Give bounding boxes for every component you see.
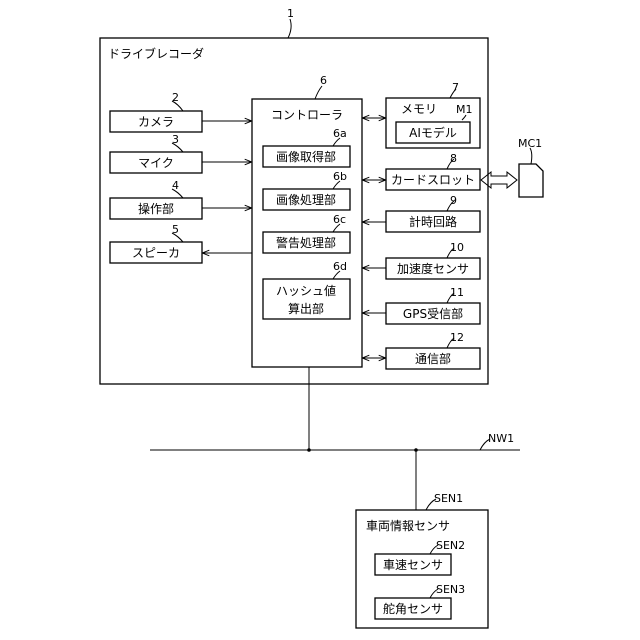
timer-label: 計時回路 <box>409 214 457 229</box>
memory-ref: 7 <box>452 81 459 94</box>
image-acquisition-ref: 6a <box>333 127 347 140</box>
camera-ref: 2 <box>172 91 179 104</box>
accel-sensor-ref: 10 <box>450 241 464 254</box>
speed-sensor-ref: SEN2 <box>436 539 465 552</box>
speaker-ref: 5 <box>172 223 179 236</box>
controller-block: コントローラ 6 画像取得部 6a 画像処理部 6b 警告処理部 6c ハッシュ… <box>252 74 362 367</box>
camera-label: カメラ <box>138 115 174 129</box>
ai-model-label: AIモデル <box>409 125 457 140</box>
steering-sensor-label: 舵角センサ <box>383 601 443 616</box>
operation-ref: 4 <box>172 179 179 192</box>
memory-label: メモリ <box>401 102 437 116</box>
memory-card-ref: MC1 <box>518 137 542 150</box>
operation-label: 操作部 <box>138 201 174 216</box>
warning-processing-label: 警告処理部 <box>276 235 336 250</box>
vehicle-sensor-block: 車両情報センサ SEN1 車速センサ SEN2 舵角センサ SEN3 <box>356 492 488 628</box>
gps-ref: 11 <box>450 286 464 299</box>
accel-sensor-label: 加速度センサ <box>397 261 469 276</box>
speaker-label: スピーカ <box>132 246 180 260</box>
controller-ref: 6 <box>320 74 327 87</box>
comm-label: 通信部 <box>415 351 451 366</box>
mic-ref: 3 <box>172 133 179 146</box>
image-processing-label: 画像処理部 <box>276 192 336 207</box>
image-acquisition-label: 画像取得部 <box>276 149 336 164</box>
gps-label: GPS受信部 <box>403 306 463 321</box>
hash-calc-label-line1: ハッシュ値 <box>276 283 336 298</box>
hash-calc-label-line2: 算出部 <box>288 301 324 316</box>
card-slot-label: カードスロット <box>391 173 475 187</box>
warning-processing-ref: 6c <box>333 213 346 226</box>
image-processing-ref: 6b <box>333 170 347 183</box>
network-junction-left <box>307 448 311 452</box>
timer-ref: 9 <box>450 194 457 207</box>
drive-recorder-ref: 1 <box>287 7 294 20</box>
card-slot-ref: 8 <box>450 152 457 165</box>
network-ref: NW1 <box>488 432 514 445</box>
memory-card: MC1 <box>518 137 543 197</box>
mic-label: マイク <box>138 156 174 170</box>
steering-sensor-ref: SEN3 <box>436 583 465 596</box>
controller-label: コントローラ <box>271 108 343 122</box>
vehicle-sensor-ref: SEN1 <box>434 492 463 505</box>
hash-calc-ref: 6d <box>333 260 347 273</box>
comm-ref: 12 <box>450 331 464 344</box>
vehicle-sensor-label: 車両情報センサ <box>366 519 450 533</box>
speed-sensor-label: 車速センサ <box>383 558 443 572</box>
drive-recorder-title: ドライブレコーダ <box>108 46 204 61</box>
ai-model-ref: M1 <box>456 103 473 116</box>
